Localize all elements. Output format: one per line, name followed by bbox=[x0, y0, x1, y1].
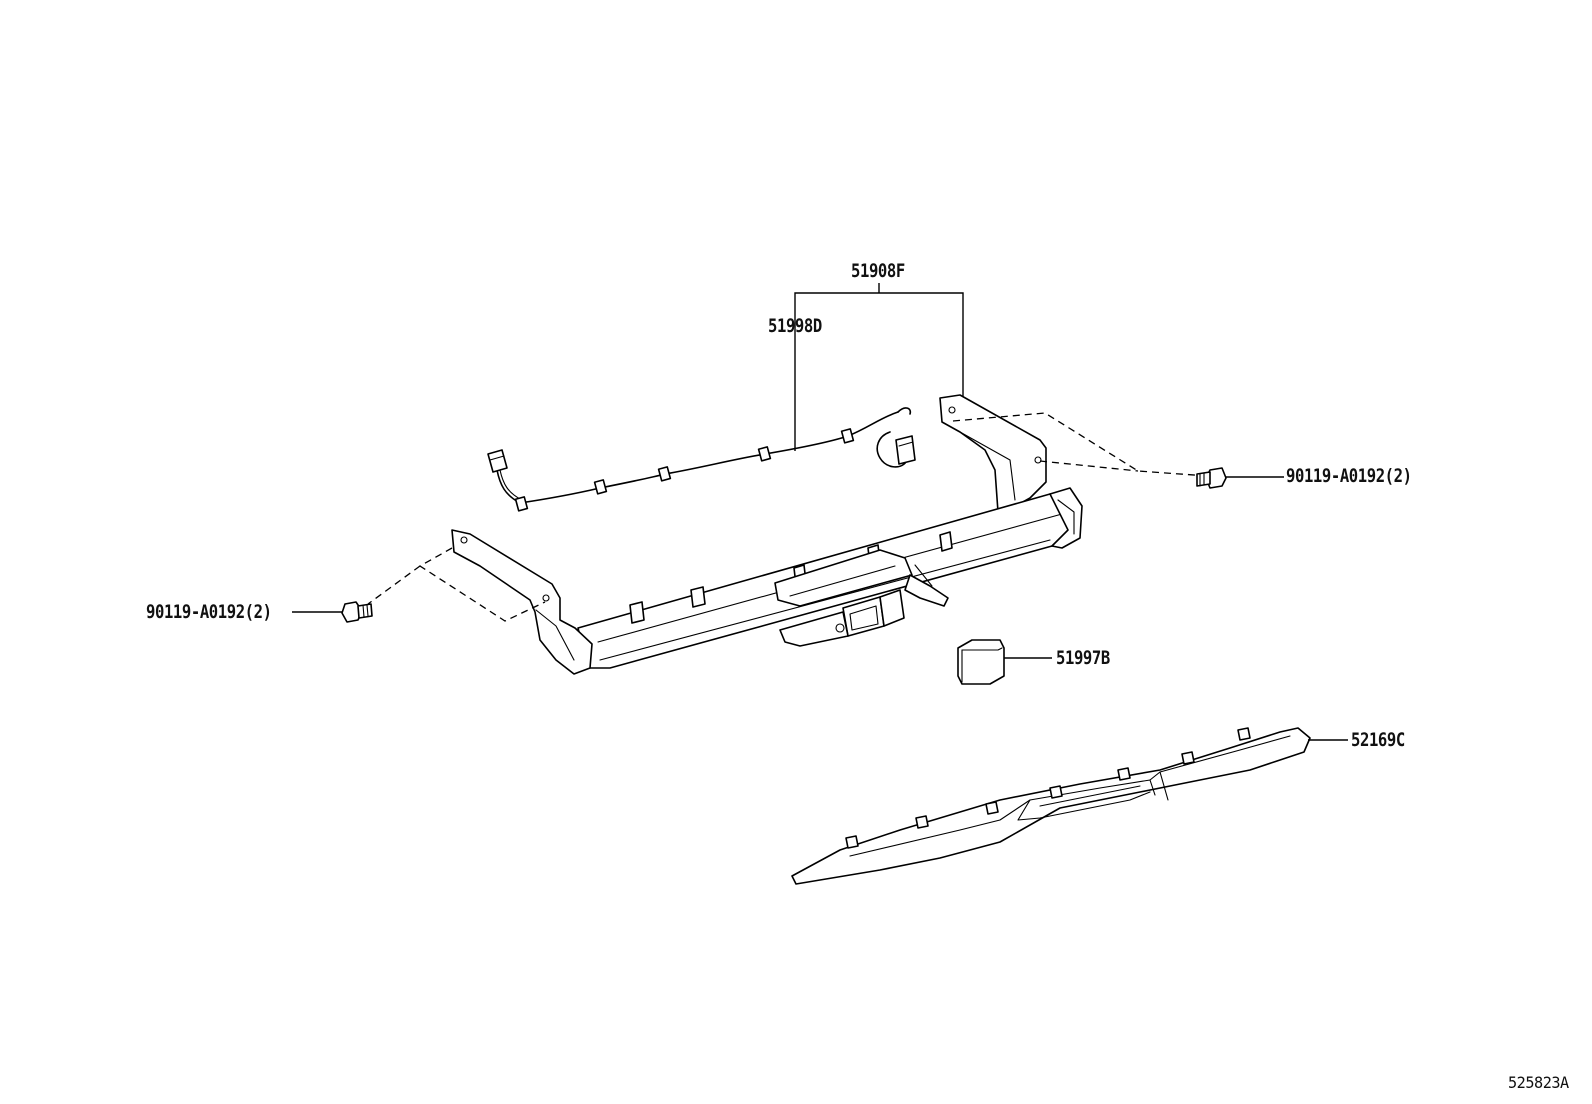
bumper-cover-52169c[interactable] bbox=[791, 727, 1348, 885]
illustration-id: 525823A bbox=[1508, 1073, 1569, 1092]
mount-lines-left bbox=[292, 547, 546, 622]
hitch-cover-51997b[interactable] bbox=[957, 639, 1052, 685]
label-51998d: 51998D bbox=[768, 315, 822, 337]
leader-51908f bbox=[794, 283, 964, 451]
label-90119-right: 90119-A0192(2) bbox=[1286, 465, 1412, 487]
label-52169c: 52169C bbox=[1351, 729, 1405, 751]
bolt-right-icon[interactable] bbox=[1196, 467, 1227, 489]
label-51997b: 51997B bbox=[1056, 647, 1110, 669]
mount-lines-right bbox=[952, 412, 1284, 478]
label-51908f: 51908F bbox=[851, 260, 905, 282]
wire-harness-51998d[interactable] bbox=[487, 407, 916, 512]
bolt-left-icon[interactable] bbox=[341, 601, 373, 623]
label-90119-left: 90119-A0192(2) bbox=[146, 601, 272, 623]
hitch-assembly-51908f[interactable] bbox=[451, 394, 1083, 675]
